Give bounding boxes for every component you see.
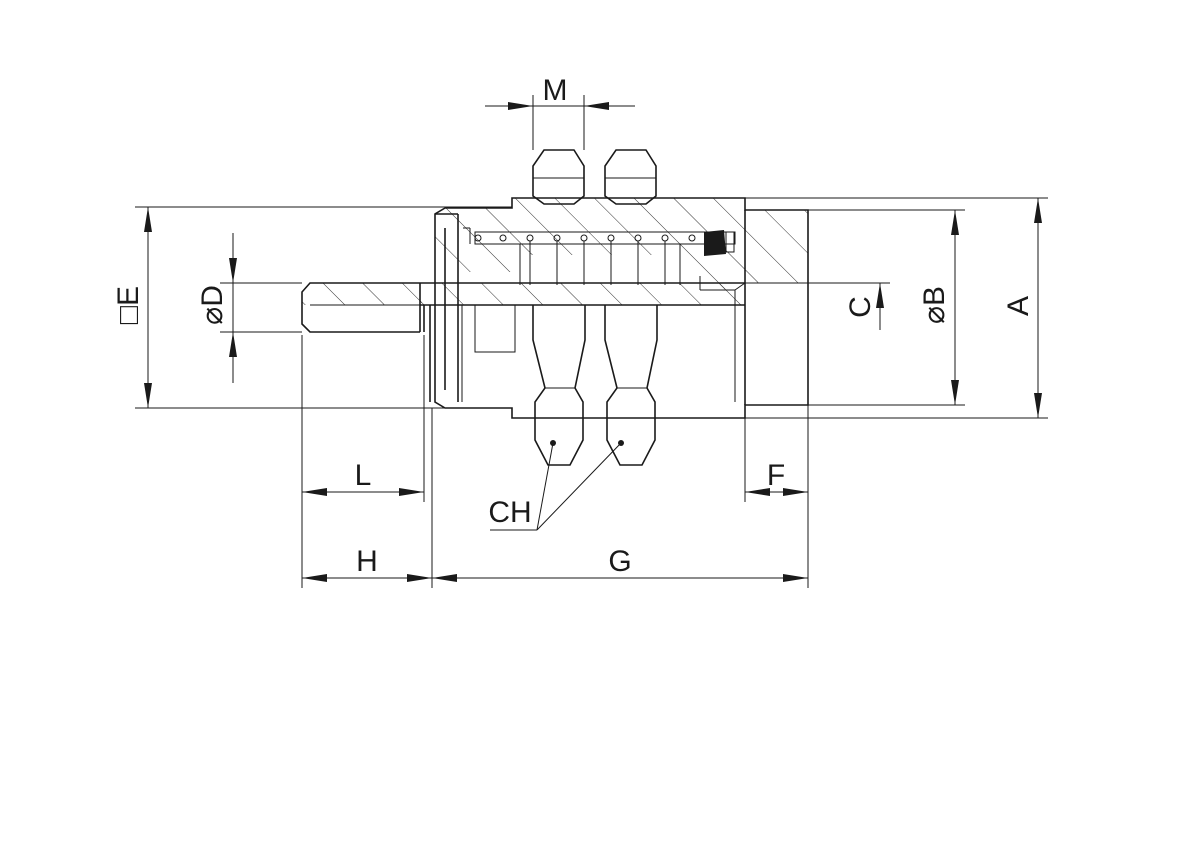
seal-ring [704,230,735,256]
label-h: H [356,545,378,578]
dimension-m [485,102,635,110]
label-g: G [608,545,631,578]
dimension-l [302,488,424,496]
label-ch: CH [488,496,531,529]
leader-ch [490,442,622,531]
label-b: ⌀B [918,286,951,324]
dimension-e [144,207,152,408]
dimension-d [229,233,237,383]
label-a: A [1002,296,1035,316]
dimension-c [876,283,884,330]
label-m: M [543,74,568,107]
dimension-g [432,574,808,582]
dimension-f [745,488,808,496]
hex-flats-lower-1 [532,305,586,466]
label-d: ⌀D [196,285,229,325]
stem-rod [301,282,745,402]
dimension-b [951,210,959,405]
hex-nut-top-2 [604,149,657,205]
hex-nut-top-1 [532,149,585,205]
label-f: F [767,459,785,492]
label-e: □E [112,286,145,324]
dimension-a [1034,198,1042,418]
label-c: C [844,296,877,318]
label-l: L [355,459,372,492]
dimension-h [302,574,432,582]
spring-coils [474,234,696,285]
extension-lines [135,95,1048,588]
hex-flats-lower-2 [604,305,658,466]
